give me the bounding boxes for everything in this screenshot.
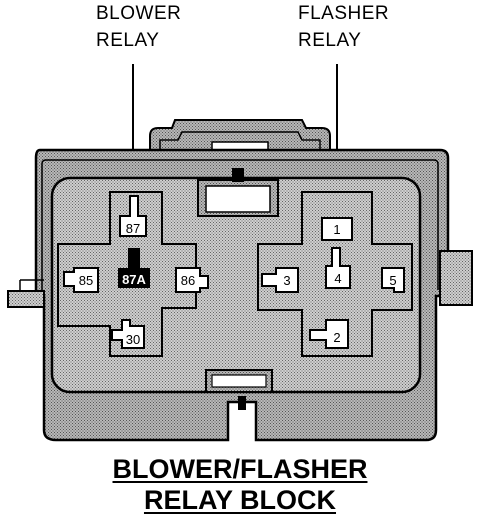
- terminal-2: 2: [309, 319, 349, 349]
- right-side-tab: [439, 250, 473, 306]
- top-latch: [149, 119, 331, 151]
- caption-title: BLOWER/FLASHER: [112, 454, 368, 484]
- diagram-caption-line1: BLOWER/FLASHER: [0, 451, 480, 487]
- caption-subtitle: RELAY BLOCK: [143, 485, 337, 515]
- terminal-86: 86: [175, 267, 209, 293]
- flasher-relay-socket: [257, 191, 413, 357]
- flasher-callout-line2: RELAY: [298, 30, 362, 51]
- blower-relay-callout: BLOWER RELAY: [96, 0, 181, 54]
- terminal-30: 30: [111, 319, 145, 349]
- terminal-3-label: 3: [283, 273, 290, 288]
- terminal-5: 5: [381, 267, 405, 293]
- terminal-4-label: 4: [334, 271, 341, 286]
- top-key-slot: [197, 168, 279, 217]
- diagram-caption-line2: RELAY BLOCK: [0, 482, 480, 518]
- terminal-30-label: 30: [126, 332, 140, 347]
- terminal-4: 4: [325, 247, 351, 289]
- terminal-85: 85: [63, 267, 99, 293]
- blower-callout-line1: BLOWER: [96, 3, 182, 24]
- left-side-tab: [7, 290, 45, 308]
- terminal-5-label: 5: [389, 273, 396, 288]
- terminal-3: 3: [261, 267, 299, 293]
- blower-relay-socket: [57, 191, 197, 357]
- terminal-87-label: 87: [126, 221, 140, 236]
- terminal-86-label: 86: [181, 273, 195, 288]
- bottom-key-slot: [205, 369, 273, 410]
- terminal-87a-label: 87A: [122, 272, 146, 287]
- flasher-relay-callout: FLASHER RELAY: [298, 0, 389, 54]
- terminal-1: 1: [321, 217, 353, 241]
- blower-callout-line2: RELAY: [96, 30, 160, 51]
- terminal-2-label: 2: [333, 330, 340, 345]
- flasher-callout-line1: FLASHER: [298, 3, 390, 24]
- terminal-85-label: 85: [79, 273, 93, 288]
- terminal-87: 87: [119, 195, 147, 237]
- terminal-87a: 87A: [118, 248, 150, 288]
- terminal-1-label: 1: [333, 222, 340, 237]
